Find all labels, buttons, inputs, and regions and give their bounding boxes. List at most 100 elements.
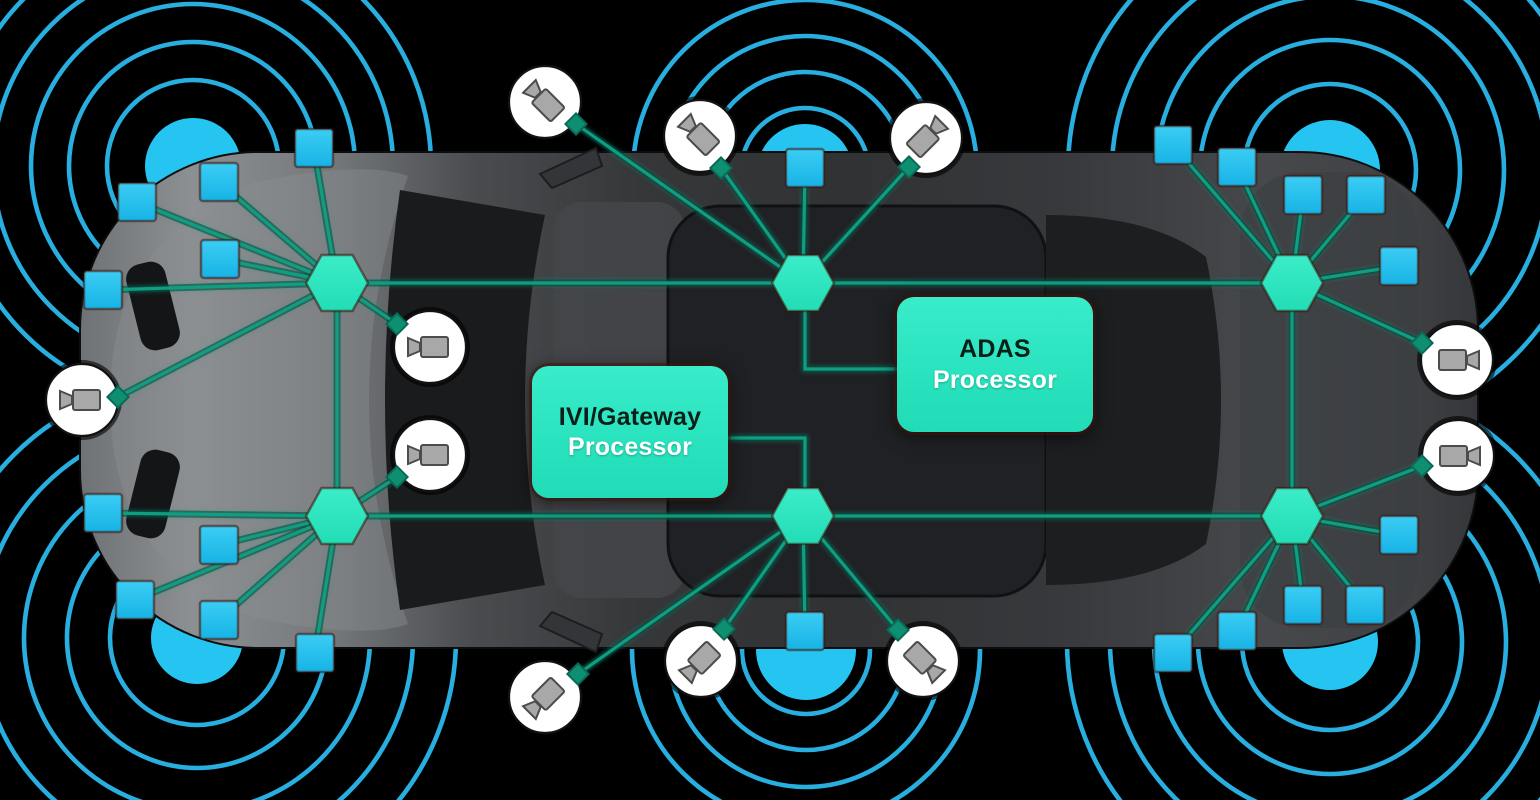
zonal-hub-hexagon-hub-front-bottom (304, 486, 370, 546)
sensor-node (1282, 584, 1324, 626)
sensor-node (784, 610, 826, 652)
camera-body (420, 444, 449, 466)
video-camera-icon (903, 641, 947, 685)
sensor-node (1152, 124, 1194, 166)
camera-circle-halo (505, 62, 585, 142)
camera-connector-diamond (384, 464, 410, 490)
adas-processor-sublabel: Processor (932, 365, 1058, 394)
adas-processor-box: ADAS Processor (897, 297, 1093, 432)
camera-body (420, 336, 449, 358)
network-link (102, 281, 338, 292)
sensor-node (1378, 245, 1420, 287)
side-mirror-top (538, 146, 604, 190)
camera-circle-halo (1417, 320, 1497, 400)
camera-connector-diamond (563, 111, 589, 137)
network-link (102, 511, 338, 518)
sensor-node (82, 492, 124, 534)
video-camera-icon (407, 444, 449, 466)
zonal-hub-hexagon-hub-center-bottom (770, 486, 836, 546)
sensor-node (1344, 584, 1386, 626)
sensor-node (1378, 514, 1420, 556)
car-windshield (385, 190, 545, 610)
sensor-node (199, 238, 241, 280)
sensor-node (784, 147, 826, 189)
sensor-node (294, 632, 336, 674)
camera-connector-diamond (885, 617, 911, 643)
camera-node (883, 617, 963, 701)
camera-circle-halo (390, 415, 470, 495)
video-camera-icon (906, 114, 950, 158)
sensor-node (114, 579, 156, 621)
camera-node (1409, 320, 1497, 400)
camera-connector-diamond (105, 384, 131, 410)
sensor-node (1216, 146, 1258, 188)
sensor-node (82, 269, 124, 311)
camera-connector-diamond (1409, 453, 1435, 479)
network-link (1171, 143, 1294, 285)
sensor-node (198, 524, 240, 566)
camera-connector-diamond (1409, 330, 1435, 356)
camera-body (903, 641, 937, 675)
camera-node (384, 415, 470, 495)
sensor-node (116, 181, 158, 223)
car-top-view (79, 146, 1479, 654)
zonal-hub-hexagon-hub-rear-bottom (1259, 486, 1325, 546)
camera-body (686, 122, 720, 156)
zonal-hub-hexagon-hub-rear-top (1259, 253, 1325, 313)
processor-link (728, 436, 807, 500)
camera-body (531, 677, 565, 711)
camera-connector-diamond (708, 155, 734, 181)
camera-node (505, 62, 589, 142)
camera-circle-halo (886, 98, 966, 178)
video-camera-icon (407, 336, 449, 358)
network-link (575, 122, 804, 285)
camera-connector-diamond (711, 616, 737, 642)
camera-circle-halo (661, 621, 741, 701)
camera-connector-diamond (384, 311, 410, 337)
ivi-gateway-sublabel: Processor (567, 433, 693, 461)
network-link (577, 514, 804, 676)
camera-body (687, 641, 721, 675)
hood-vent-top (126, 261, 180, 351)
video-camera-icon (521, 677, 565, 721)
camera-body (531, 88, 565, 122)
sensor-node (1152, 632, 1194, 674)
video-camera-icon (676, 112, 720, 156)
side-mirror-bottom (538, 610, 604, 654)
camera-node (886, 98, 966, 180)
camera-node (505, 657, 591, 737)
camera-node (661, 616, 741, 701)
video-camera-icon (677, 641, 721, 685)
camera-circle-halo (505, 657, 585, 737)
camera-circle-halo (390, 307, 470, 387)
network-link (1171, 514, 1294, 655)
video-camera-icon (1439, 445, 1481, 467)
sensor-node (198, 161, 240, 203)
ivi-gateway-label: IVI/Gateway (558, 402, 702, 431)
camera-body (1439, 445, 1468, 467)
sensor-node (1282, 174, 1324, 216)
camera-connector-diamond (896, 154, 922, 180)
sensor-node (198, 599, 240, 641)
video-camera-icon (59, 389, 101, 411)
sensor-node (1345, 174, 1387, 216)
video-camera-icon (1438, 349, 1480, 371)
network-link (117, 281, 338, 399)
camera-connector-diamond (565, 661, 591, 687)
camera-body (906, 124, 940, 158)
zonal-hub-hexagon-hub-front-top (304, 253, 370, 313)
camera-circle-halo (660, 96, 740, 176)
video-camera-icon (521, 78, 565, 122)
camera-node (1409, 416, 1498, 496)
processor-link (803, 300, 897, 371)
sensor-node (1216, 610, 1258, 652)
camera-node (42, 360, 131, 440)
camera-node (384, 307, 470, 387)
camera-node (660, 96, 740, 181)
camera-body (1438, 349, 1467, 371)
sensor-node (293, 127, 335, 169)
ivi-gateway-processor-box: IVI/Gateway Processor (532, 366, 728, 498)
adas-processor-label: ADAS (959, 335, 1031, 363)
